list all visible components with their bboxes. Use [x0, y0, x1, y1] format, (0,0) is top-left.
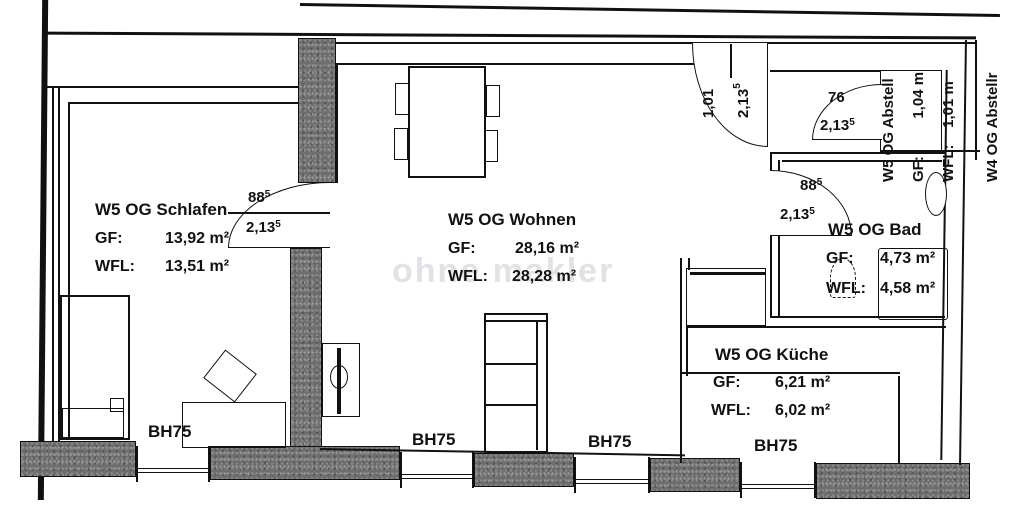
dining-chair-2	[394, 128, 408, 160]
kueche-top-wall	[686, 326, 946, 328]
wohnen-left-wall	[336, 63, 338, 183]
door-schlafen-swing[interactable]	[228, 182, 330, 248]
toilet-icon	[925, 172, 947, 216]
room-abstell-w4-name: W4 OG Abstellr	[984, 72, 1001, 182]
door-abstell-width: 76	[828, 89, 845, 106]
kitchen-post-2	[688, 258, 690, 270]
room-kueche-wfl-value: 6,02 m²	[775, 402, 831, 419]
room-bad-wfl-label: WFL:	[826, 280, 866, 297]
top-fragment-label: W5 ... 11,00 m²	[52, 28, 148, 34]
room-schlafen-gf-value: 13,92 m²	[165, 230, 230, 247]
wall-schlafen-wohnen-lower	[290, 248, 322, 458]
door-schlafen-height: 2,135	[246, 219, 281, 236]
bad-top-wall	[770, 152, 945, 154]
door-bad-height: 2,135	[780, 206, 815, 223]
room-abstell-w5-wfl: WFL: 1,01 m	[940, 81, 957, 182]
dining-chair-3	[486, 85, 500, 117]
right-wall-outer	[959, 40, 967, 465]
sink-icon	[830, 258, 856, 298]
room-kueche-gf-value: 6,21 m²	[775, 374, 831, 391]
sofa-back	[536, 320, 538, 450]
bed	[60, 295, 130, 440]
top-sheet-line	[299, 3, 1000, 17]
nightstand	[110, 398, 124, 412]
bed-pillow	[62, 408, 124, 438]
abstell-bottom-line	[880, 150, 980, 152]
window-1	[136, 446, 210, 482]
sofa-cushion-3	[486, 404, 536, 406]
room-wohnen-gf-value: 28,16 m²	[515, 240, 580, 257]
room-abstell-w5-name: W5 OG Abstell	[880, 78, 897, 182]
bad-left-wall-inner	[778, 160, 780, 317]
wall-schlafen-wohnen-upper	[298, 38, 336, 183]
kitchen-unit-divider	[690, 272, 766, 275]
schlafen-inner-top	[70, 102, 300, 104]
kitchen-post	[680, 258, 682, 463]
kueche-counter-line	[680, 372, 900, 374]
tv-unit	[322, 343, 360, 417]
window-label-4: BH75	[754, 436, 798, 455]
top-corridor-line-3	[770, 70, 880, 72]
room-schlafen-name: W5 OG Schlafen	[95, 200, 228, 219]
facade-wall-3	[474, 453, 574, 487]
abstell-right-wall	[975, 40, 977, 160]
room-kueche-wfl-label: WFL:	[711, 402, 751, 419]
room-kueche-name: W5 OG Küche	[715, 345, 829, 364]
top-corridor-line-1	[335, 42, 975, 44]
room-kueche-gf-label: GF:	[713, 374, 741, 391]
room-bad-name: W5 OG Bad	[828, 220, 922, 239]
door-bad-width: 885	[800, 177, 823, 194]
room-schlafen-gf-label: GF:	[95, 230, 123, 247]
door-schlafen-leaf	[228, 212, 330, 214]
desk-chair	[203, 349, 257, 403]
bad-bottom-wall	[770, 316, 945, 318]
bathtub	[878, 248, 948, 320]
watermark: ohne makler	[392, 252, 615, 290]
window-2	[400, 452, 474, 488]
kueche-left-wall	[686, 326, 688, 376]
room-bad-wfl-value: 4,58 m²	[880, 280, 936, 297]
sofa-cushion-1	[486, 320, 548, 322]
top-edge-line	[45, 31, 977, 40]
door-entrance-leaf	[730, 44, 732, 78]
room-wohnen-wfl-value: 28,28 m²	[512, 268, 577, 285]
desk	[182, 402, 286, 448]
room-wohnen-gf-label: GF:	[448, 240, 476, 257]
sofa	[484, 313, 548, 453]
kueche-right-wall	[898, 376, 900, 464]
top-corridor-line-2	[335, 63, 695, 65]
door-abstell-height: 2,135	[820, 117, 855, 134]
facade-wall-4	[650, 458, 740, 492]
window-label-3: BH75	[588, 432, 632, 451]
tv-stand-arc	[330, 365, 348, 389]
room-schlafen-wfl-label: WFL:	[95, 258, 135, 275]
facade-wall-2	[210, 446, 400, 480]
room-abstell-w5-gf: GF: 1,04 m	[910, 71, 927, 182]
facade-wall-1	[20, 441, 136, 477]
left-facade-line-2	[58, 86, 60, 441]
door-entrance-width: 1,01	[700, 88, 717, 118]
window-label-2: BH75	[412, 430, 456, 449]
room-schlafen-wfl-value: 13,51 m²	[165, 258, 230, 275]
door-entrance-height: 2,135	[732, 83, 752, 118]
room-bad-gf-label: GF:	[826, 250, 854, 267]
schlafen-inner-left	[68, 102, 70, 437]
door-schlafen-width: 885	[248, 189, 271, 206]
window-label-1: BH75	[148, 422, 192, 441]
window-4	[740, 462, 816, 498]
kitchen-unit-box	[686, 268, 766, 326]
left-facade-line-1	[52, 86, 54, 441]
window-3	[574, 457, 650, 493]
room-wohnen-name: W5 OG Wohnen	[448, 210, 577, 229]
dining-chair-1	[395, 83, 409, 115]
facade-wall-5	[816, 463, 970, 499]
dining-chair-4	[484, 130, 498, 162]
room-bad-gf-value: 4,73 m²	[880, 250, 936, 267]
outer-left-edge	[37, 0, 49, 500]
room-wohnen-wfl-label: WFL:	[448, 268, 488, 285]
bad-top-wall-inner	[782, 160, 942, 162]
sofa-cushion-2	[486, 363, 536, 365]
dining-table	[408, 66, 486, 178]
schlafen-top-wall	[46, 86, 301, 88]
